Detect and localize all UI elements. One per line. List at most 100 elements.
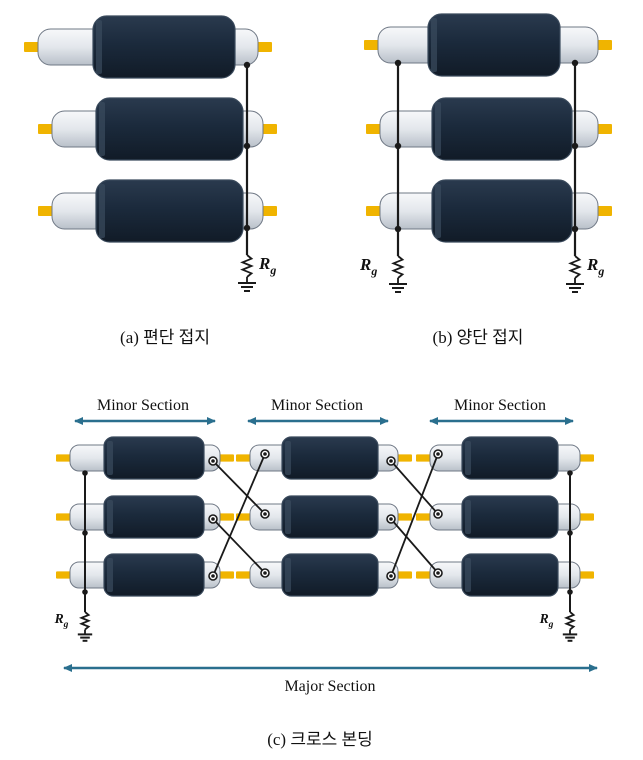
cable-jacket [461,436,559,480]
jacket-edge-shade [107,558,113,592]
cable-jacket [95,179,244,243]
cross-bond-link [390,453,439,577]
ground-resistor: Rg [359,255,407,293]
ground-resistor: Rg [238,254,276,292]
jacket-edge-shade [435,184,441,238]
junction-dot [394,142,402,150]
sheath-terminal-core [436,571,440,575]
caption-cross-bonding: (c) 크로스 본딩 [267,730,373,749]
cable [56,436,234,480]
cable-jacket [103,553,205,597]
resistor-zigzag [391,255,405,279]
jacket-edge-shade [285,500,291,534]
cable [236,436,412,480]
cable [366,179,612,243]
cable [366,97,612,161]
jacket-edge-shade [285,441,291,475]
jacket-edge-shade [465,441,471,475]
sheath-terminal-core [263,512,267,516]
sheath-terminal-core [211,459,215,463]
cable-jacket [95,97,244,161]
jacket-edge-shade [435,102,441,156]
jacket-edge-shade [99,102,105,156]
resistor-zigzag [564,611,576,631]
resistor-zigzag [79,611,91,631]
resistor-zigzag [568,255,582,279]
ground-resistor: Rg [566,255,604,293]
resistor-label-sub: g [597,264,604,278]
resistor-label-sub: g [548,620,554,630]
sheath-terminal-core [436,512,440,516]
single-end-grounding-panel: Rg [24,15,277,292]
resistor-label: Rg [54,611,69,630]
resistor-label-sub: g [370,264,377,278]
sheath-terminal-core [389,574,393,578]
junction-dot [394,59,402,67]
junction-dot [243,142,251,150]
cable-jacket [103,495,205,539]
jacket-edge-shade [107,500,113,534]
resistor-label: Rg [359,255,377,278]
major-section-label: Major Section [284,678,375,695]
minor-section-label-1: Minor Section [97,397,189,414]
jacket-edge-shade [96,20,102,74]
cable [416,553,594,597]
junction-dot [571,225,579,233]
junction-dot [394,225,402,233]
cable-jacket [461,495,559,539]
cable [56,495,234,539]
cross-bond-link [212,518,266,574]
resistor-label: Rg [258,254,276,277]
resistor-label: Rg [586,255,604,278]
resistor-label-sub: g [63,620,69,630]
cable [38,97,277,161]
cable-jacket [427,13,561,77]
junction-dot [567,470,573,476]
resistor-zigzag [240,254,254,278]
ground-resistor: Rg [539,611,578,642]
cable [236,495,412,539]
cable-jacket [92,15,236,79]
sheath-terminal-core [436,452,440,456]
ground-resistor: Rg [54,611,93,642]
cross-bond-link [212,453,266,577]
caption-single-end-grounding: (a) 편단 접지 [120,328,210,347]
sheath-terminal-core [263,452,267,456]
cable-jacket [461,553,559,597]
jacket-edge-shade [99,184,105,238]
sheath-terminal-core [211,517,215,521]
jacket-edge-shade [465,500,471,534]
cable-jacket [431,97,573,161]
jacket-edge-shade [431,18,437,72]
cable [236,553,412,597]
junction-dot [243,61,251,69]
junction-dot [571,59,579,67]
caption-both-end-grounding: (b) 양단 접지 [433,328,524,347]
cable-jacket [281,495,379,539]
cable [416,495,594,539]
both-end-grounding-panel: Rg Rg [359,13,612,293]
junction-dot [243,224,251,232]
cross-bonding-panel: Rg Rg [54,417,598,672]
cable [364,13,612,77]
sheath-terminal-core [211,574,215,578]
minor-section-label-3: Minor Section [454,397,546,414]
sheath-terminal-core [263,571,267,575]
junction-dot [567,589,573,595]
jacket-edge-shade [285,558,291,592]
sheath-terminal-core [389,459,393,463]
cable-jacket [431,179,573,243]
cross-bond-link [390,460,439,515]
cross-bond-link [212,460,266,515]
jacket-edge-shade [465,558,471,592]
cable [24,15,272,79]
resistor-label: Rg [539,611,554,630]
resistor-label-sub: g [269,263,276,277]
cross-bond-link [390,518,439,574]
sheath-terminal-core [389,517,393,521]
jacket-edge-shade [107,441,113,475]
junction-dot [82,470,88,476]
cable [416,436,594,480]
cable-jacket [281,436,379,480]
